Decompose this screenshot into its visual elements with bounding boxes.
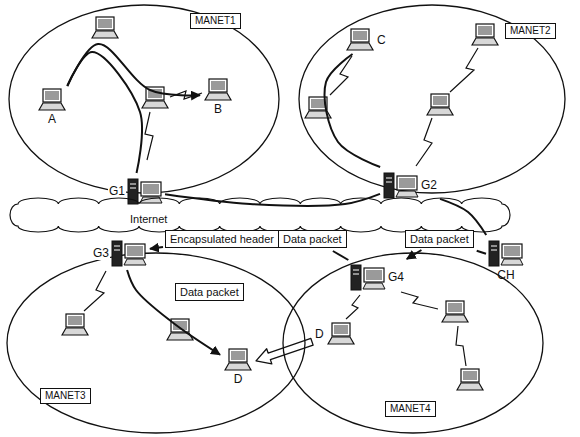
host-label: A [47, 113, 57, 126]
laptop-icon [225, 349, 251, 370]
host-label: B [213, 103, 223, 116]
laptop-icon [427, 94, 453, 115]
wireless-link [346, 295, 360, 319]
laptop-icon [347, 29, 373, 50]
laptop-icon [326, 322, 356, 346]
packet-box: Data packet [278, 230, 347, 248]
cloud-outline [10, 198, 510, 232]
packet-text: Data packet [180, 285, 239, 299]
host-label: G2 [420, 179, 438, 192]
laptop-icon [37, 88, 67, 112]
internet-cloud: Internet [10, 198, 510, 232]
wireless-link [84, 271, 106, 311]
laptop-node: D [314, 322, 356, 346]
packet-text: Encapsulated header [170, 232, 274, 246]
host-label: G3 [92, 247, 110, 260]
packet-text: Data packet [283, 232, 342, 246]
wireless-link [456, 326, 466, 366]
manet-region: MANET2C G2 [298, 4, 566, 194]
gateway-icon [112, 241, 146, 266]
packet-box: Encapsulated header [165, 230, 279, 248]
wireless-link [145, 112, 153, 160]
host-label: G1 [108, 185, 126, 198]
laptop-icon [205, 79, 231, 100]
manet-region: MANET3G3DData packet [6, 252, 306, 434]
region-label: MANET3 [40, 388, 91, 404]
laptop-icon [39, 89, 65, 110]
host-label: G4 [387, 271, 405, 284]
route-line [150, 247, 163, 249]
route-line [325, 54, 381, 167]
laptop-icon [472, 24, 498, 45]
gateway-icon [351, 265, 385, 290]
host-label: D [314, 328, 325, 341]
region-label: MANET2 [505, 23, 556, 39]
wireless-link [450, 48, 478, 92]
packet-box: Data packet [175, 283, 244, 301]
laptop-icon [442, 301, 468, 322]
laptop-icon [203, 78, 233, 102]
gateway-icon [127, 176, 163, 206]
packet-text: Data packet [410, 232, 469, 246]
gateway-node: G2 [383, 170, 438, 200]
gateway-icon [383, 170, 419, 200]
laptop-icon [328, 323, 354, 344]
manet-region: MANET4 G4D [282, 252, 544, 434]
laptop-node: A [37, 88, 67, 126]
gateway-node: G1 [108, 176, 163, 206]
route-line [407, 250, 422, 259]
gateway-node: G3 [92, 238, 147, 268]
laptop-node: C [345, 28, 387, 52]
laptop-icon [345, 28, 375, 52]
region-label: MANET4 [385, 401, 436, 417]
gateway-icon [350, 262, 386, 292]
gateway-icon [384, 173, 418, 198]
laptop-icon [457, 369, 483, 390]
gateway-icon [489, 241, 523, 266]
cloud-label: Internet [128, 213, 169, 226]
laptop-icon [62, 314, 88, 335]
region-outline [6, 252, 306, 434]
host-label: C [376, 34, 387, 47]
manet-region: MANET1ABG1 [8, 4, 280, 194]
laptop-node: D [223, 348, 253, 386]
wireless-link [416, 118, 432, 166]
wireless-link [401, 292, 438, 309]
region-ellipse [283, 253, 543, 433]
laptop-icon [142, 87, 168, 108]
route-line [477, 251, 486, 254]
host-label: D [233, 373, 244, 386]
cloud-shape [10, 198, 510, 232]
route-line [333, 251, 348, 260]
region-ellipse [7, 253, 305, 433]
gateway-node: G4 [350, 262, 405, 292]
gateway-icon [488, 238, 524, 268]
route-line [67, 44, 200, 95]
gateway-icon [111, 238, 147, 268]
region-ellipse [299, 5, 565, 193]
packet-box: Data packet [405, 230, 474, 248]
route-line [67, 52, 142, 173]
laptop-icon [223, 348, 253, 372]
laptop-node: B [203, 78, 233, 116]
gateway-node: CH [488, 238, 524, 282]
region-ellipse [9, 5, 279, 193]
laptop-icon [92, 17, 118, 38]
region-label: MANET1 [190, 13, 241, 29]
